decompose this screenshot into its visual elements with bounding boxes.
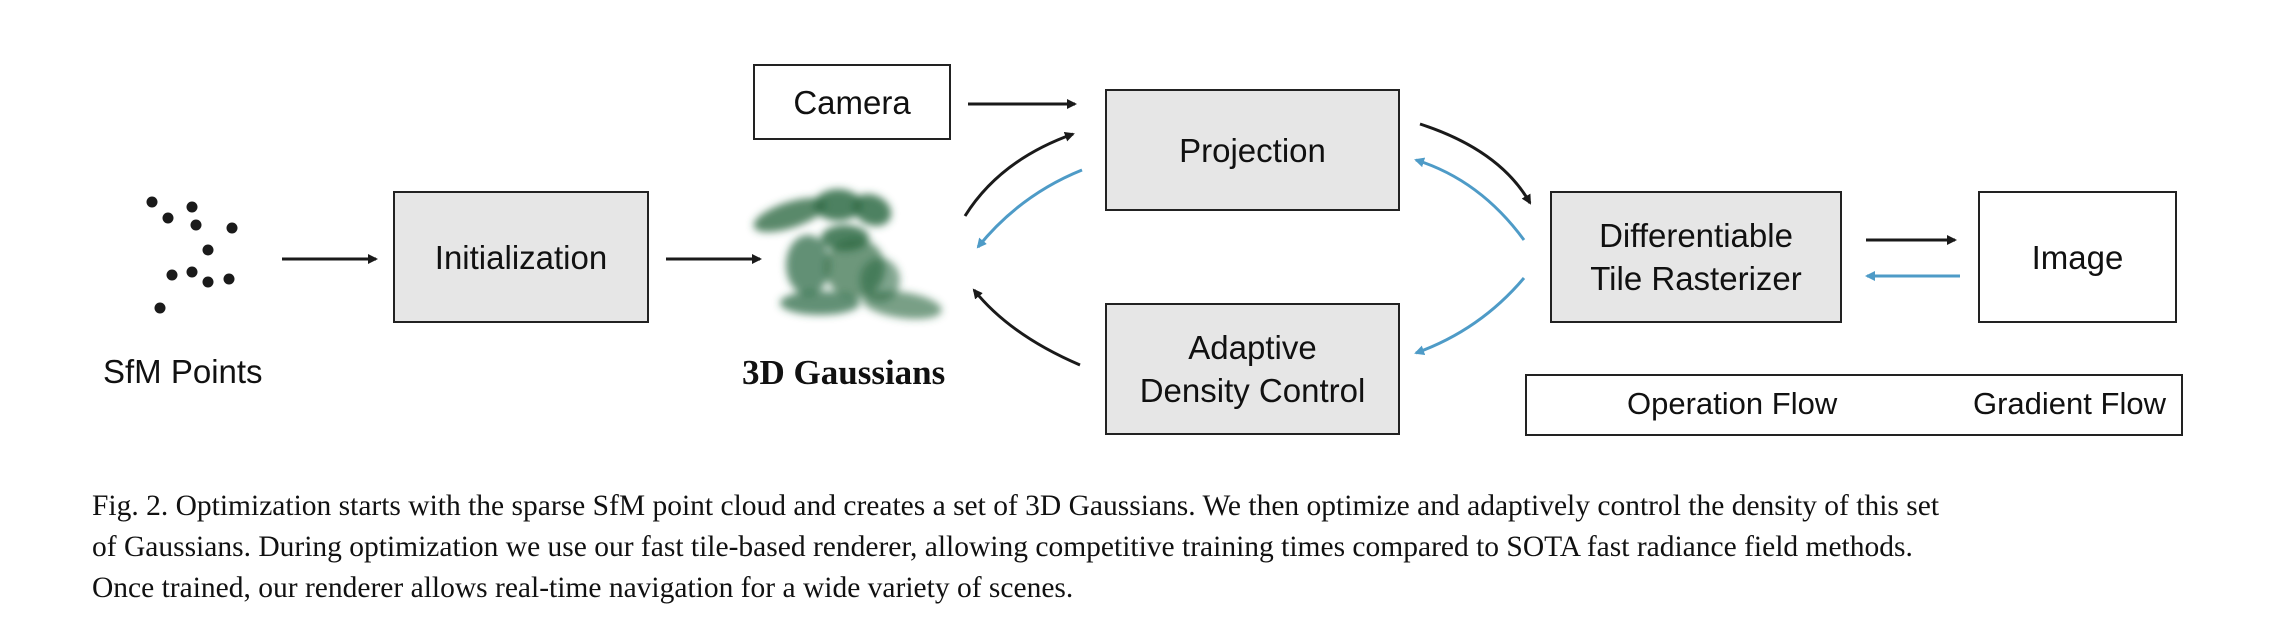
image-box: Image	[1978, 191, 2177, 323]
legend: Operation Flow Gradient Flow	[1525, 374, 2183, 436]
projection-box: Projection	[1105, 89, 1400, 211]
gaussian-splat-icon	[753, 189, 942, 320]
caption-line-2: of Gaussians. During optimization we use…	[92, 531, 1913, 563]
initialization-box: Initialization	[393, 191, 649, 323]
projection-label: Projection	[1179, 131, 1326, 169]
adaptive-label-line2: Density Control	[1139, 372, 1366, 409]
figure-caption: Fig. 2. Optimization starts with the spa…	[92, 486, 2222, 609]
gaussians-label: 3D Gaussians	[742, 353, 946, 392]
initialization-label: Initialization	[434, 238, 608, 276]
adaptive-label-line1: Adaptive	[1188, 329, 1317, 366]
legend-gradient-label: Gradient Flow	[1973, 386, 2166, 421]
gradient-flow-arrows	[976, 157, 1960, 355]
camera-box: Camera	[753, 64, 951, 140]
image-label: Image	[2031, 238, 2124, 276]
camera-label: Camera	[793, 83, 911, 121]
operation-flow-arrows	[282, 99, 1957, 367]
rasterizer-label-line1: Differentiable	[1599, 217, 1793, 254]
legend-operation-label: Operation Flow	[1627, 386, 1838, 421]
diagram-graphics	[146, 99, 1960, 410]
sfm-points-label: SfM Points	[103, 353, 263, 390]
sfm-point-cloud-icon	[146, 196, 238, 314]
caption-line-1: Fig. 2. Optimization starts with the spa…	[92, 490, 1940, 522]
rasterizer-box: Differentiable Tile Rasterizer	[1550, 191, 1842, 323]
caption-line-3: Once trained, our renderer allows real-t…	[92, 572, 1074, 604]
pipeline-diagram: Camera Projection Initialization Differe…	[103, 64, 2183, 436]
rasterizer-label-line2: Tile Rasterizer	[1590, 260, 1802, 297]
adaptive-density-box: Adaptive Density Control	[1105, 303, 1400, 435]
